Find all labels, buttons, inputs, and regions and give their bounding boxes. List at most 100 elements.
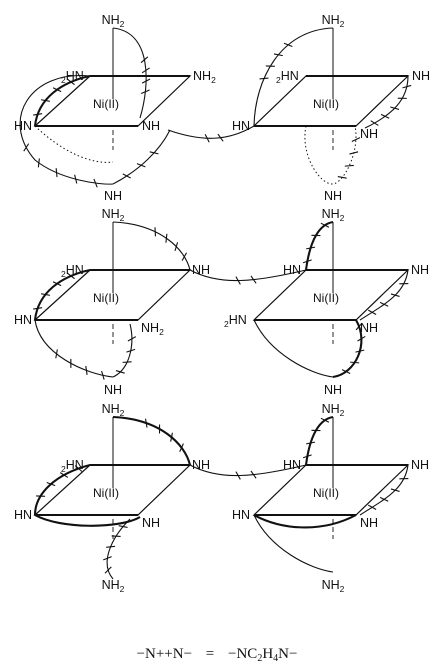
row-1-right-lower-tick (349, 151, 359, 155)
row-2-right-2hn-label: 2HN (224, 313, 247, 329)
row-1-left-lower-tick (55, 168, 58, 178)
row-2-left-right-tick (115, 370, 125, 374)
row-1-left-right-tick (136, 163, 146, 168)
row-2-left-metal-label: Ni(II) (93, 291, 119, 305)
label-prefix: 2 (276, 75, 281, 85)
row-2-right-edge-tick (390, 293, 400, 297)
bond-drawing (19, 27, 412, 580)
label-subscript: 2 (120, 584, 125, 594)
label-main: HN (14, 313, 32, 327)
row-2-right-upper-tick (320, 222, 330, 228)
row-1-left-upper-tick (140, 89, 150, 95)
label-subscript: 2 (340, 584, 345, 594)
row-3-left-apex-label: NH2 (102, 402, 125, 418)
label-main: NH (412, 69, 430, 83)
row-3-left-lower-tick (104, 566, 112, 574)
row-3-bridge-tick (235, 471, 241, 480)
row-1-left-hn-tick (40, 99, 50, 102)
row-2-left-right-chelate (112, 323, 133, 378)
row-3-left-hn-label: HN (14, 508, 32, 522)
row-2-left-hn-tick (33, 307, 43, 310)
row-1-right-apex-label: NH2 (322, 13, 345, 29)
label-subscript: 2 (211, 75, 216, 85)
row-2-left-bottom-label: NH (104, 383, 122, 397)
row-1-left-upper-chelate (112, 27, 147, 119)
row-2-left-right-tick (126, 348, 136, 353)
caption-left: −N++N− (137, 646, 193, 662)
row-3-left-lower-tick (111, 535, 121, 538)
row-3-left-front-label: NH (142, 516, 160, 530)
row-2-left-hn-label: HN (14, 313, 32, 327)
label-main: NH (322, 13, 340, 27)
row-3-right-upper-tick (320, 417, 330, 423)
row-2-right-metal-label: Ni(II) (313, 291, 339, 305)
label-main: HN (229, 313, 247, 327)
row-1-right-lower-dotted (304, 125, 357, 185)
row-2-right-bottom-label: NH (324, 383, 342, 397)
row-2-left-upper-tick (181, 252, 187, 261)
row-3-right-front-label: NH (360, 516, 378, 530)
row-1-left-hn-label: HN (14, 119, 32, 133)
row-1-left-lower-chelate (19, 74, 114, 185)
row-1-left-lower-tick (93, 178, 98, 188)
row-1-left-hn-chelate (33, 74, 91, 127)
row-3-right-lower-loop (253, 514, 334, 573)
row-2-left-hn-chelate (33, 268, 91, 321)
row-3-left-upper-chelate (112, 415, 192, 466)
label-main: NH (102, 402, 120, 416)
label-main: HN (66, 263, 84, 277)
caption-equals: = (206, 646, 214, 662)
label-main: NH (322, 402, 340, 416)
row-2-right-lower-chelate (332, 319, 363, 379)
row-1-bridge-tick (217, 133, 224, 142)
label-main: NH (411, 263, 429, 277)
row-1-right-upper-tick (283, 42, 293, 48)
row-1-left-hn-tick (67, 78, 75, 86)
row-1-left-front-nh-label: NH (142, 119, 160, 133)
label-main: Ni(II) (93, 97, 119, 111)
row-3-left-lower-chelate (106, 518, 131, 580)
label-main: Ni(II) (93, 291, 119, 305)
row-2-right-lower-loop (253, 319, 334, 378)
row-2-right-edge-tick (367, 309, 377, 315)
row-2-right-apex-label: NH2 (322, 207, 345, 223)
row-1-right-edge-tick (380, 113, 390, 119)
row-2-right-lower-tick (341, 369, 351, 374)
label-main: NH (324, 189, 342, 203)
row-2-right-upper-chelate (304, 220, 334, 271)
label-main: HN (281, 69, 299, 83)
label-subscript: 2 (120, 19, 125, 29)
row-1-right-2hn-label: 2HN (276, 69, 299, 85)
row-1-left-right-tick (149, 151, 159, 155)
label-subscript: 2 (340, 19, 345, 29)
atom-labels: Ni(II)Ni(II)Ni(II)Ni(II)Ni(II)Ni(II)NH22… (14, 13, 430, 594)
row-1-right-metal-label: Ni(II) (313, 97, 339, 111)
label-main: HN (14, 119, 32, 133)
row-2-left-far-label: NH (192, 263, 210, 277)
label-main: NH (411, 458, 429, 472)
label-subscript: 2 (120, 408, 125, 418)
row-1-left-hn-tick (52, 87, 62, 93)
row-1-left-upper-tick (141, 67, 150, 74)
row-2-right-lower-tick (355, 349, 365, 353)
row-1-left-right-tick (122, 173, 132, 179)
caption-right-sub1: 2 (257, 653, 262, 664)
row-3-left-metal-label: Ni(II) (93, 486, 119, 500)
row-1-right-lower-tick (344, 164, 354, 167)
row-2-left-lower-chelate (34, 319, 114, 378)
legend-caption: −N++N− = −NC2H4N− (137, 646, 298, 664)
row-1-right-upper-chelate (253, 27, 334, 127)
label-prefix: 2 (61, 464, 66, 474)
row-2-left-hn-tick (52, 281, 62, 287)
row-3-left-hn-tick (74, 465, 83, 472)
row-1-left-lower-tick (37, 158, 40, 168)
caption-right-b: H (262, 646, 273, 662)
row-1-right-upper-tick (259, 77, 269, 80)
label-main: NH (142, 516, 160, 530)
row-3-right-metal-label: Ni(II) (313, 486, 339, 500)
row-1-right-lower-tick (351, 137, 361, 142)
label-subscript: 2 (159, 327, 164, 337)
row-1-left-right-chelate (112, 129, 171, 185)
row-3-left-hn-tick (59, 472, 69, 478)
row-2-right-lower-tick (350, 361, 360, 364)
